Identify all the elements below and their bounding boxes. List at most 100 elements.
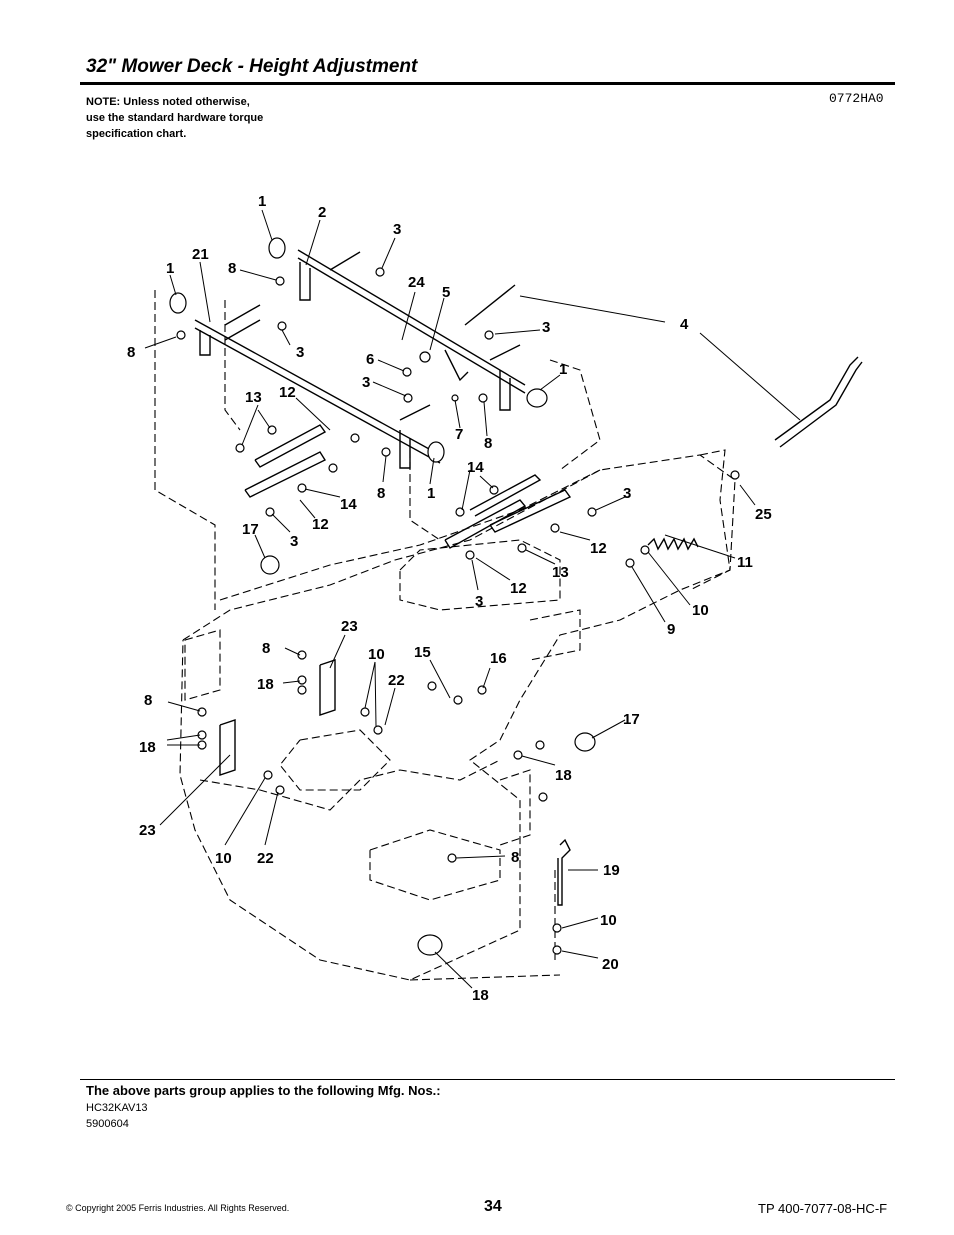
washer bbox=[268, 237, 286, 259]
title-divider bbox=[80, 82, 895, 85]
callout-label: 8 bbox=[377, 485, 385, 502]
callout-label: 13 bbox=[245, 389, 262, 406]
hanger-bracket bbox=[319, 659, 336, 716]
frame-line-mid bbox=[224, 300, 241, 431]
bolt bbox=[350, 433, 360, 443]
callout-label: 18 bbox=[257, 676, 274, 693]
nut bbox=[453, 695, 463, 705]
bolt bbox=[235, 443, 245, 453]
callout-label: 8 bbox=[484, 435, 492, 452]
nut bbox=[176, 330, 186, 340]
bolt bbox=[360, 707, 370, 717]
note-line: NOTE: Unless noted otherwise, bbox=[86, 96, 250, 108]
callout-label: 12 bbox=[510, 580, 527, 597]
washer bbox=[169, 292, 187, 314]
callout-label: 13 bbox=[552, 564, 569, 581]
spring bbox=[647, 537, 699, 551]
deck-side-bracket bbox=[499, 769, 531, 846]
rod-bracket bbox=[299, 262, 311, 301]
deck-front-lip bbox=[199, 759, 501, 811]
mfg-number: HC32KAV13 bbox=[86, 1102, 148, 1114]
callout-label: 8 bbox=[144, 692, 152, 709]
adjust-plate bbox=[254, 424, 327, 468]
callout-label: 3 bbox=[542, 319, 550, 336]
callout-label: 14 bbox=[467, 459, 484, 476]
nut bbox=[381, 447, 391, 457]
pivot bbox=[419, 351, 431, 363]
callout-label: 3 bbox=[290, 533, 298, 550]
frame-right-end bbox=[689, 449, 731, 591]
mfg-number: 5900604 bbox=[86, 1118, 129, 1130]
rod-19 bbox=[557, 838, 571, 906]
washer bbox=[427, 441, 445, 463]
doc-number: TP 400-7077-08-HC-F bbox=[758, 1201, 888, 1216]
page-number: 34 bbox=[484, 1198, 502, 1215]
callout-labels: 1 2 3 21 8 24 5 1 3 4 8 3 6 3 1 13 12 7 … bbox=[127, 193, 772, 1004]
callout-label: 19 bbox=[603, 862, 620, 879]
callout-label: 2 bbox=[318, 204, 326, 221]
page-title: 32" Mower Deck - Height Adjustment bbox=[86, 56, 418, 77]
callout-label: 18 bbox=[555, 767, 572, 784]
callout-label: 14 bbox=[340, 496, 357, 513]
callout-label: 3 bbox=[393, 221, 401, 238]
callout-label: 8 bbox=[228, 260, 236, 277]
callout-label: 12 bbox=[312, 516, 329, 533]
nut bbox=[730, 470, 740, 480]
callout-label: 6 bbox=[366, 351, 374, 368]
callout-label: 17 bbox=[242, 521, 259, 538]
deck-bracket-right bbox=[529, 609, 581, 661]
torque-note: NOTE: Unless noted otherwise, use the st… bbox=[86, 94, 263, 142]
bolt bbox=[277, 321, 287, 331]
callout-label: 3 bbox=[623, 485, 631, 502]
callout-label: 23 bbox=[139, 822, 156, 839]
note-line: specification chart. bbox=[86, 128, 187, 140]
callout-label: 25 bbox=[755, 506, 772, 523]
callout-label: 8 bbox=[511, 849, 519, 866]
lift-handle bbox=[774, 356, 859, 441]
callout-label: 22 bbox=[388, 672, 405, 689]
deck-top-edge bbox=[219, 469, 601, 601]
callout-label: 8 bbox=[127, 344, 135, 361]
lift-arm bbox=[224, 304, 261, 326]
nut bbox=[552, 945, 562, 955]
nut bbox=[297, 675, 307, 685]
nut bbox=[513, 750, 523, 760]
deck-center-plate bbox=[369, 829, 501, 901]
callout-label: 3 bbox=[362, 374, 370, 391]
nut bbox=[640, 545, 650, 555]
bolt bbox=[517, 543, 527, 553]
callout-label: 10 bbox=[368, 646, 385, 663]
callout-label: 16 bbox=[490, 650, 507, 667]
front-rod bbox=[194, 319, 441, 456]
leader-lines bbox=[144, 209, 801, 989]
deck-inner bbox=[399, 539, 561, 611]
callout-label: 22 bbox=[257, 850, 274, 867]
callout-label: 9 bbox=[667, 621, 675, 638]
deck-bottom bbox=[409, 974, 561, 981]
rod-4 bbox=[464, 284, 516, 326]
nut bbox=[455, 507, 465, 517]
copyright: © Copyright 2005 Ferris Industries. All … bbox=[66, 1203, 290, 1213]
callout-label: 4 bbox=[680, 316, 689, 333]
callout-label: 24 bbox=[408, 274, 425, 291]
footer-divider bbox=[80, 1079, 895, 1080]
bolt bbox=[275, 785, 285, 795]
adjust-plate bbox=[489, 489, 572, 533]
nut bbox=[535, 740, 545, 750]
front-rod-lower bbox=[194, 327, 441, 464]
nut bbox=[447, 853, 457, 863]
rod-bracket bbox=[499, 370, 511, 411]
callout-label: 17 bbox=[623, 711, 640, 728]
deck-mid-plate bbox=[279, 729, 391, 791]
nut bbox=[297, 650, 307, 660]
bolt bbox=[263, 770, 273, 780]
callout-label: 8 bbox=[262, 640, 270, 657]
adjust-plate bbox=[444, 499, 527, 549]
frame-line-right bbox=[409, 450, 441, 541]
nut bbox=[402, 367, 412, 377]
callout-label: 7 bbox=[455, 426, 463, 443]
adjust-plate bbox=[244, 451, 327, 498]
bolt bbox=[427, 681, 437, 691]
lift-arm bbox=[399, 404, 431, 421]
callout-label: 12 bbox=[590, 540, 607, 557]
